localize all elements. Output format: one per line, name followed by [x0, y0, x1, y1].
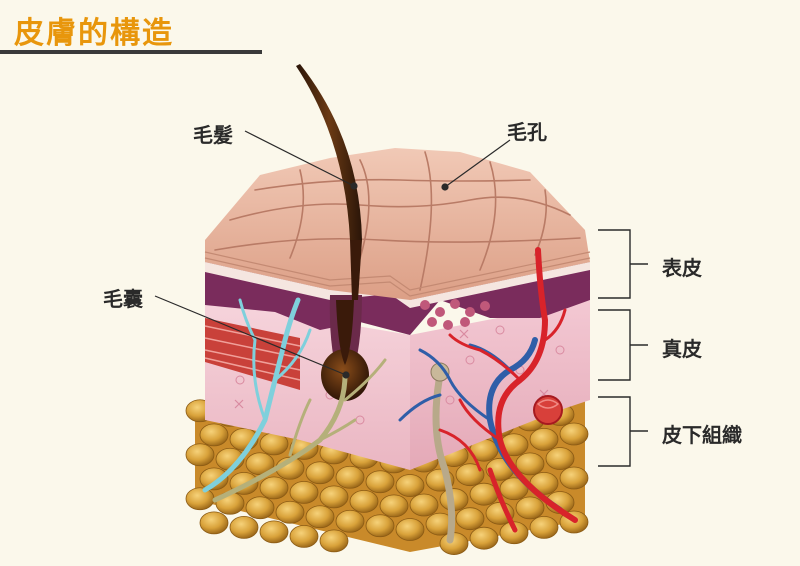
fat-cell — [545, 447, 575, 470]
fat-cell — [379, 494, 409, 518]
fat-cell — [515, 452, 545, 476]
fat-cell — [559, 466, 589, 490]
vessels — [202, 247, 578, 544]
label-epidermis: 表皮 — [662, 256, 702, 280]
label-dermis: 真皮 — [662, 337, 702, 361]
fat-cell — [289, 480, 319, 504]
fat-cell — [229, 515, 259, 539]
fat-cell — [305, 461, 335, 485]
hair-shaft — [296, 64, 362, 240]
fat-cell — [349, 489, 379, 513]
bracket-dermis — [598, 309, 631, 381]
fat-cell — [395, 474, 425, 497]
fat-cell — [275, 500, 305, 524]
fat-cell — [319, 485, 349, 509]
fat-cell — [515, 496, 545, 520]
fat-cell — [365, 514, 395, 538]
fat-cell — [199, 423, 229, 447]
fat-cell — [499, 521, 529, 545]
epidermis-base-layer — [205, 262, 590, 335]
label-pore: 毛孔 — [507, 120, 547, 144]
fat-cell — [319, 529, 349, 553]
fat-cell — [469, 526, 499, 550]
label-hair: 毛髮 — [193, 123, 233, 147]
fat-cell — [455, 463, 485, 487]
fat-cell — [395, 518, 425, 541]
bracket-subcutaneous — [598, 396, 631, 467]
fat-cell — [185, 443, 215, 467]
fat-cell — [499, 477, 529, 501]
fat-cell — [199, 467, 229, 491]
leader-lines — [154, 130, 511, 379]
fat-cell — [259, 476, 289, 500]
fat-cell — [455, 507, 485, 531]
fat-cell — [289, 524, 319, 548]
layer-brackets — [598, 229, 648, 467]
fat-cell — [529, 427, 559, 451]
fat-cell — [245, 452, 275, 476]
fat-cell — [365, 470, 395, 494]
label-follicle: 毛囊 — [103, 287, 143, 311]
bracket-epidermis — [598, 229, 631, 299]
fat-cell — [335, 509, 365, 533]
fat-cell — [335, 465, 365, 489]
fat-cell — [199, 511, 229, 535]
title-underline — [0, 50, 262, 54]
page-title: 皮膚的構造 — [14, 16, 174, 51]
fat-cell — [409, 493, 439, 517]
fat-cell — [559, 422, 589, 446]
fat-cell — [185, 487, 215, 511]
fat-cell — [245, 496, 275, 520]
fat-cell — [529, 515, 559, 539]
fat-cell — [259, 520, 289, 544]
fat-cell — [305, 505, 335, 529]
label-subcutaneous: 皮下組織 — [662, 423, 742, 447]
epidermis-surface — [204, 148, 591, 300]
